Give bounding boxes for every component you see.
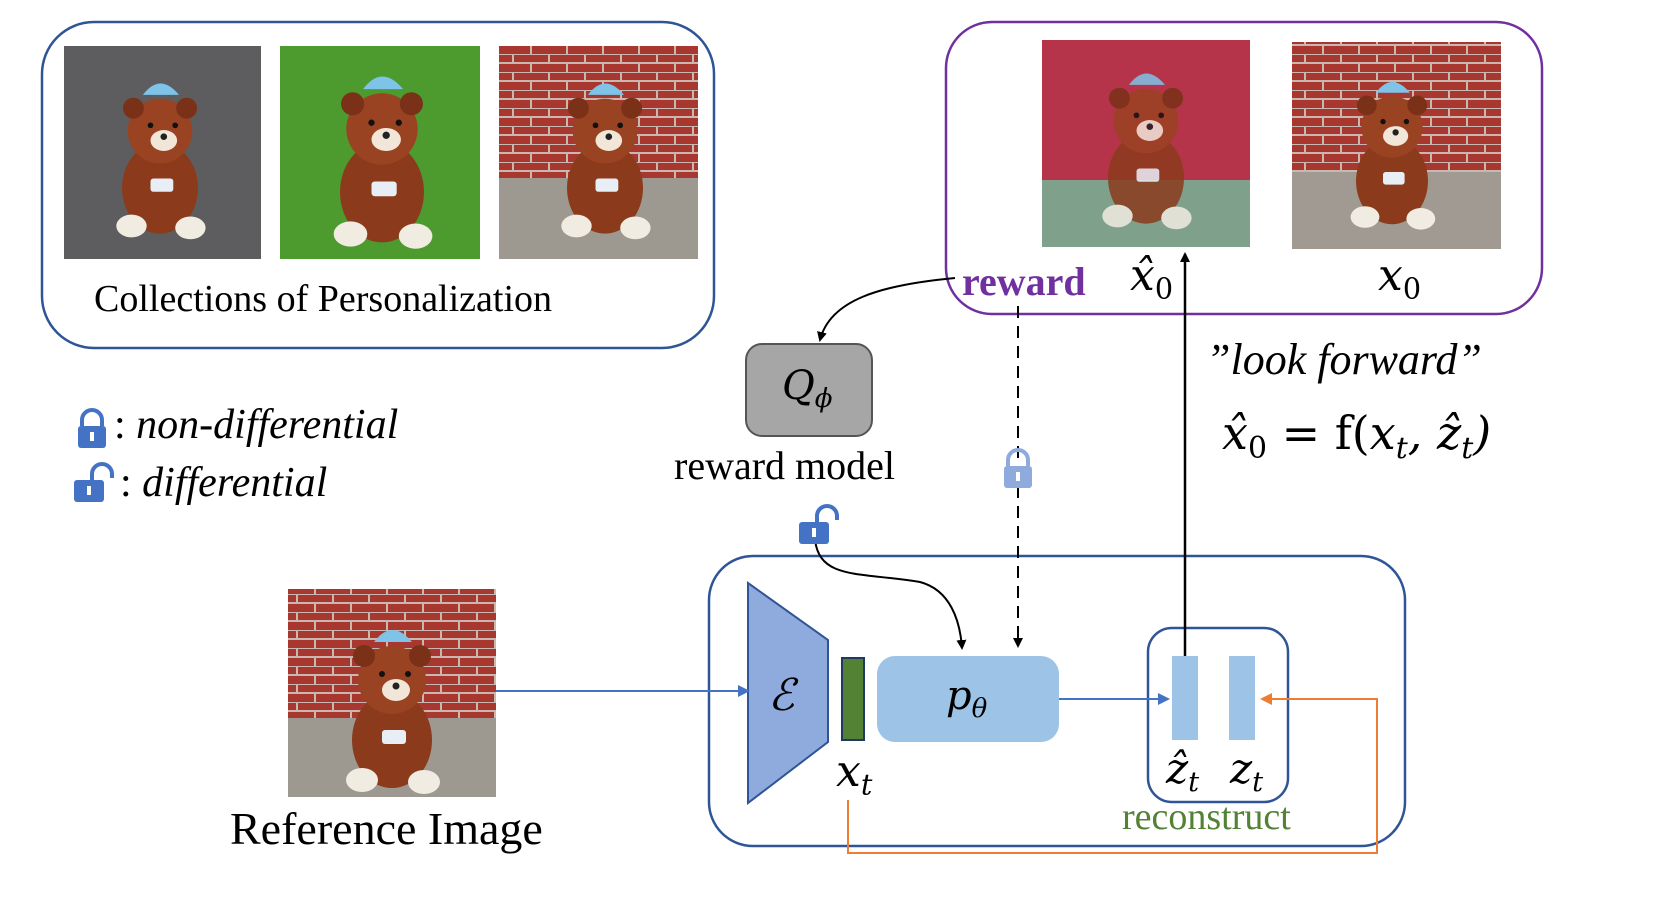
reward-model-caption: reward model bbox=[674, 443, 896, 488]
z-hat-label: ẑt bbox=[1166, 744, 1200, 799]
legend-locked: : non-differential bbox=[114, 404, 398, 446]
reward-box bbox=[944, 20, 1544, 316]
encoder-label: ℰ bbox=[768, 670, 795, 721]
collections-box bbox=[40, 20, 716, 350]
legend-locked-text: non-differential bbox=[136, 402, 399, 448]
lock-open-icon bbox=[799, 504, 839, 544]
encoder-trapezoid bbox=[747, 581, 829, 806]
look-forward-formula: x̂0 = f(xt, ẑt) bbox=[1222, 406, 1492, 466]
z-bar bbox=[1229, 656, 1255, 740]
latent-pair-box bbox=[1146, 626, 1290, 804]
predicted-image-x0-hat bbox=[1042, 40, 1250, 247]
p-theta-box bbox=[877, 656, 1059, 742]
xt-latent-bar bbox=[841, 657, 865, 741]
x0-label: x0 bbox=[1378, 250, 1422, 306]
legend-unlocked: : differential bbox=[120, 462, 327, 504]
collection-photo-grass bbox=[280, 46, 480, 259]
x0-hat-label: x̂0 bbox=[1130, 250, 1174, 306]
reward-label: reward bbox=[962, 259, 1086, 304]
lock-open-icon bbox=[74, 462, 114, 502]
collections-caption: Collections of Personalization bbox=[94, 278, 553, 320]
z-label: zt bbox=[1230, 744, 1264, 799]
legend-unlocked-prefix: : bbox=[120, 460, 132, 506]
reference-image-caption: Reference Image bbox=[230, 803, 543, 854]
collection-photo-brick bbox=[499, 46, 698, 259]
legend-locked-prefix: : bbox=[114, 402, 126, 448]
pipeline-box bbox=[707, 554, 1407, 848]
look-forward-quote: ”look forward” bbox=[1206, 335, 1482, 384]
reference-image bbox=[288, 589, 496, 797]
lock-closed-icon bbox=[1004, 448, 1032, 488]
reconstruct-orange-arrow bbox=[847, 693, 1378, 854]
model-to-ptheta-arrow bbox=[814, 539, 967, 650]
p-theta-label: pθ bbox=[946, 673, 988, 724]
legend-unlocked-text: differential bbox=[142, 460, 328, 506]
collection-photo-road bbox=[64, 46, 261, 259]
reconstruct-label: reconstruct bbox=[1122, 796, 1291, 838]
reward-model-box bbox=[745, 343, 873, 437]
reward-model-symbol: Qϕ bbox=[782, 363, 833, 414]
xt-label: xt bbox=[836, 746, 873, 802]
z-hat-bar bbox=[1172, 656, 1198, 740]
target-image-x0 bbox=[1292, 42, 1501, 249]
lock-closed-icon bbox=[78, 408, 106, 448]
reward-to-model-arrow bbox=[817, 277, 956, 342]
